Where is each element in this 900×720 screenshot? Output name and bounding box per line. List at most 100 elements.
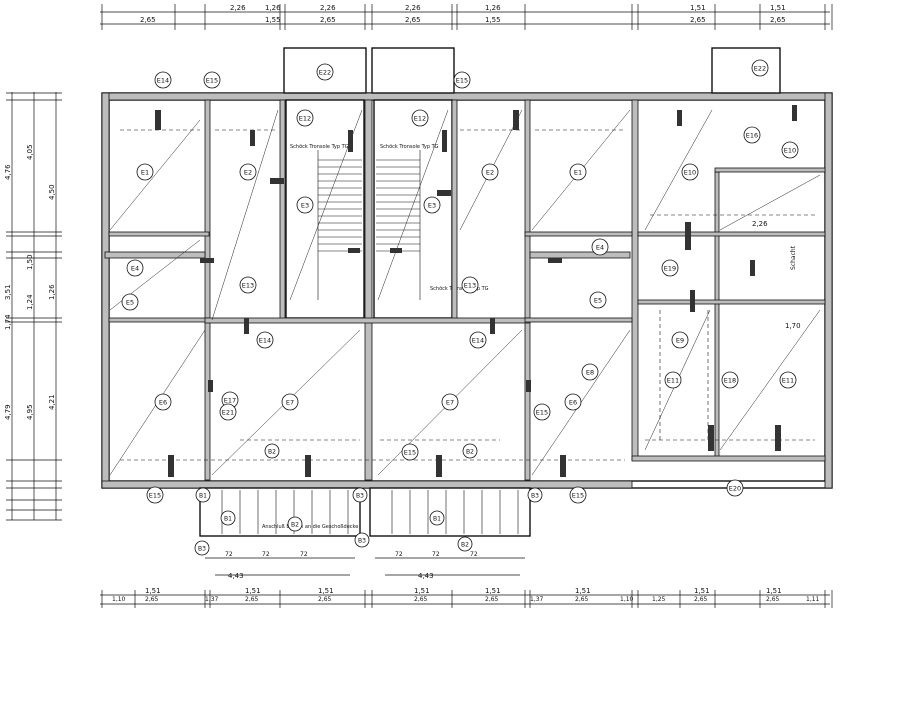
tag-label: E11 <box>782 377 794 385</box>
tag-circle <box>743 126 761 144</box>
bot-dim-4: 1,51 <box>414 587 430 595</box>
tag-circle <box>203 71 221 89</box>
tag-circle <box>146 486 164 504</box>
tag-label: E17 <box>224 397 236 405</box>
dim-1-70: 1,70 <box>785 322 801 330</box>
tag-circle <box>721 371 739 389</box>
tag-label: E15 <box>572 492 584 500</box>
element-tag: E11 <box>664 371 682 389</box>
rebar-marker <box>677 110 682 126</box>
tag-circle <box>569 486 587 504</box>
tag-label: E5 <box>594 297 602 305</box>
interior-walls <box>104 99 826 481</box>
tag-circle <box>296 196 314 214</box>
bot-r2-5: 2,65 <box>318 596 332 603</box>
bot-r2-9: 2,65 <box>575 596 589 603</box>
slab-diagonal <box>719 174 821 231</box>
tag-circle <box>316 63 334 81</box>
tag-label: E7 <box>446 399 454 407</box>
bottom-dimension-chain: 1,51 1,51 1,51 1,51 1,51 1,51 1,51 1,51 … <box>100 587 833 608</box>
tag-label: E12 <box>299 115 311 123</box>
rebar-marker <box>348 248 360 253</box>
balcony-gap-3: 72 <box>300 551 308 558</box>
tag-label: E15 <box>536 409 548 417</box>
tag-label: E3 <box>428 202 436 210</box>
tag-circle <box>589 291 607 309</box>
tag-label: E19 <box>664 265 676 273</box>
element-tag: E16 <box>743 126 761 144</box>
tag-label: E15 <box>206 77 218 85</box>
tag-circle <box>581 363 599 381</box>
element-tag: E15 <box>203 71 221 89</box>
left-dimension-chain: 4,76 3,51 1,74 4,79 4,05 1,50 1,24 4,95 … <box>4 92 62 521</box>
tag-circle <box>751 59 769 77</box>
rebar-marker <box>690 290 695 312</box>
rebar-marker <box>560 455 566 477</box>
tag-circle <box>527 487 543 503</box>
balcony-gap-1: 72 <box>225 551 233 558</box>
top-dimension-chain: 2,26 1,26 2,26 2,26 1,26 1,51 1,51 2,65 … <box>100 4 833 30</box>
rebar-marker <box>437 190 451 196</box>
rebar-markers <box>155 105 797 477</box>
element-tag: E12 <box>296 109 314 127</box>
fixing-note: Schöck Tronsole Typ TG <box>430 286 489 292</box>
element-tag: E2 <box>239 163 257 181</box>
tag-label: B3 <box>531 493 539 500</box>
rebar-marker <box>775 425 781 451</box>
balcony-tag: B2 <box>264 443 280 459</box>
balcony-gap-2: 72 <box>262 551 270 558</box>
element-tag: E6 <box>564 393 582 411</box>
tag-label: E22 <box>319 69 331 77</box>
tag-label: B3 <box>198 546 206 553</box>
element-tag: E18 <box>721 371 739 389</box>
balcony-note-left: Anschluß Balkon an die Geschoßdecke <box>262 524 358 530</box>
top-dim-r2-1: 2,65 <box>140 16 156 24</box>
tag-circle <box>664 371 682 389</box>
tag-circle <box>154 71 172 89</box>
tag-circle <box>469 331 487 349</box>
dashed-lines <box>120 129 815 461</box>
top-dim-r2-5: 1,55 <box>485 16 501 24</box>
rebar-marker <box>750 260 755 276</box>
balcony-tag: B2 <box>457 536 473 552</box>
rebar-marker <box>200 258 214 263</box>
balcony-tag: B1 <box>220 510 236 526</box>
left-dim-8: 4,95 <box>26 404 34 420</box>
tag-label: E18 <box>724 377 736 385</box>
element-tag: E11 <box>779 371 797 389</box>
tag-label: B1 <box>199 493 207 500</box>
top-dim-5: 1,26 <box>485 4 501 12</box>
rebar-marker <box>513 110 519 130</box>
tag-label: E2 <box>244 169 252 177</box>
element-tag: E1 <box>136 163 154 181</box>
tag-circle <box>195 487 211 503</box>
tag-label: E6 <box>159 399 167 407</box>
top-dim-4: 2,26 <box>405 4 421 12</box>
element-tag: E15 <box>401 443 419 461</box>
tag-circle <box>591 238 609 256</box>
tag-circle <box>564 393 582 411</box>
tag-label: E13 <box>464 282 476 290</box>
tag-circle <box>569 163 587 181</box>
element-tag: E13 <box>239 276 257 294</box>
tag-label: E10 <box>784 147 796 155</box>
top-dim-7: 1,51 <box>770 4 786 12</box>
tag-circle <box>126 259 144 277</box>
bot-dim-7: 1,51 <box>694 587 710 595</box>
tag-label: E9 <box>676 337 684 345</box>
slab-diagonal <box>377 109 449 301</box>
tag-circle <box>671 331 689 349</box>
rebar-marker <box>436 455 442 477</box>
element-tag: E10 <box>681 163 699 181</box>
tag-circle <box>354 532 370 548</box>
tag-circle <box>423 196 441 214</box>
tag-circle <box>281 393 299 411</box>
slab-diagonal <box>109 119 201 231</box>
rebar-marker <box>708 425 714 451</box>
balcony-tag: B1 <box>195 487 211 503</box>
tag-circle <box>429 510 445 526</box>
left-dim-3: 1,74 <box>4 314 12 330</box>
bot-r2-10: 1,10 <box>620 596 634 603</box>
